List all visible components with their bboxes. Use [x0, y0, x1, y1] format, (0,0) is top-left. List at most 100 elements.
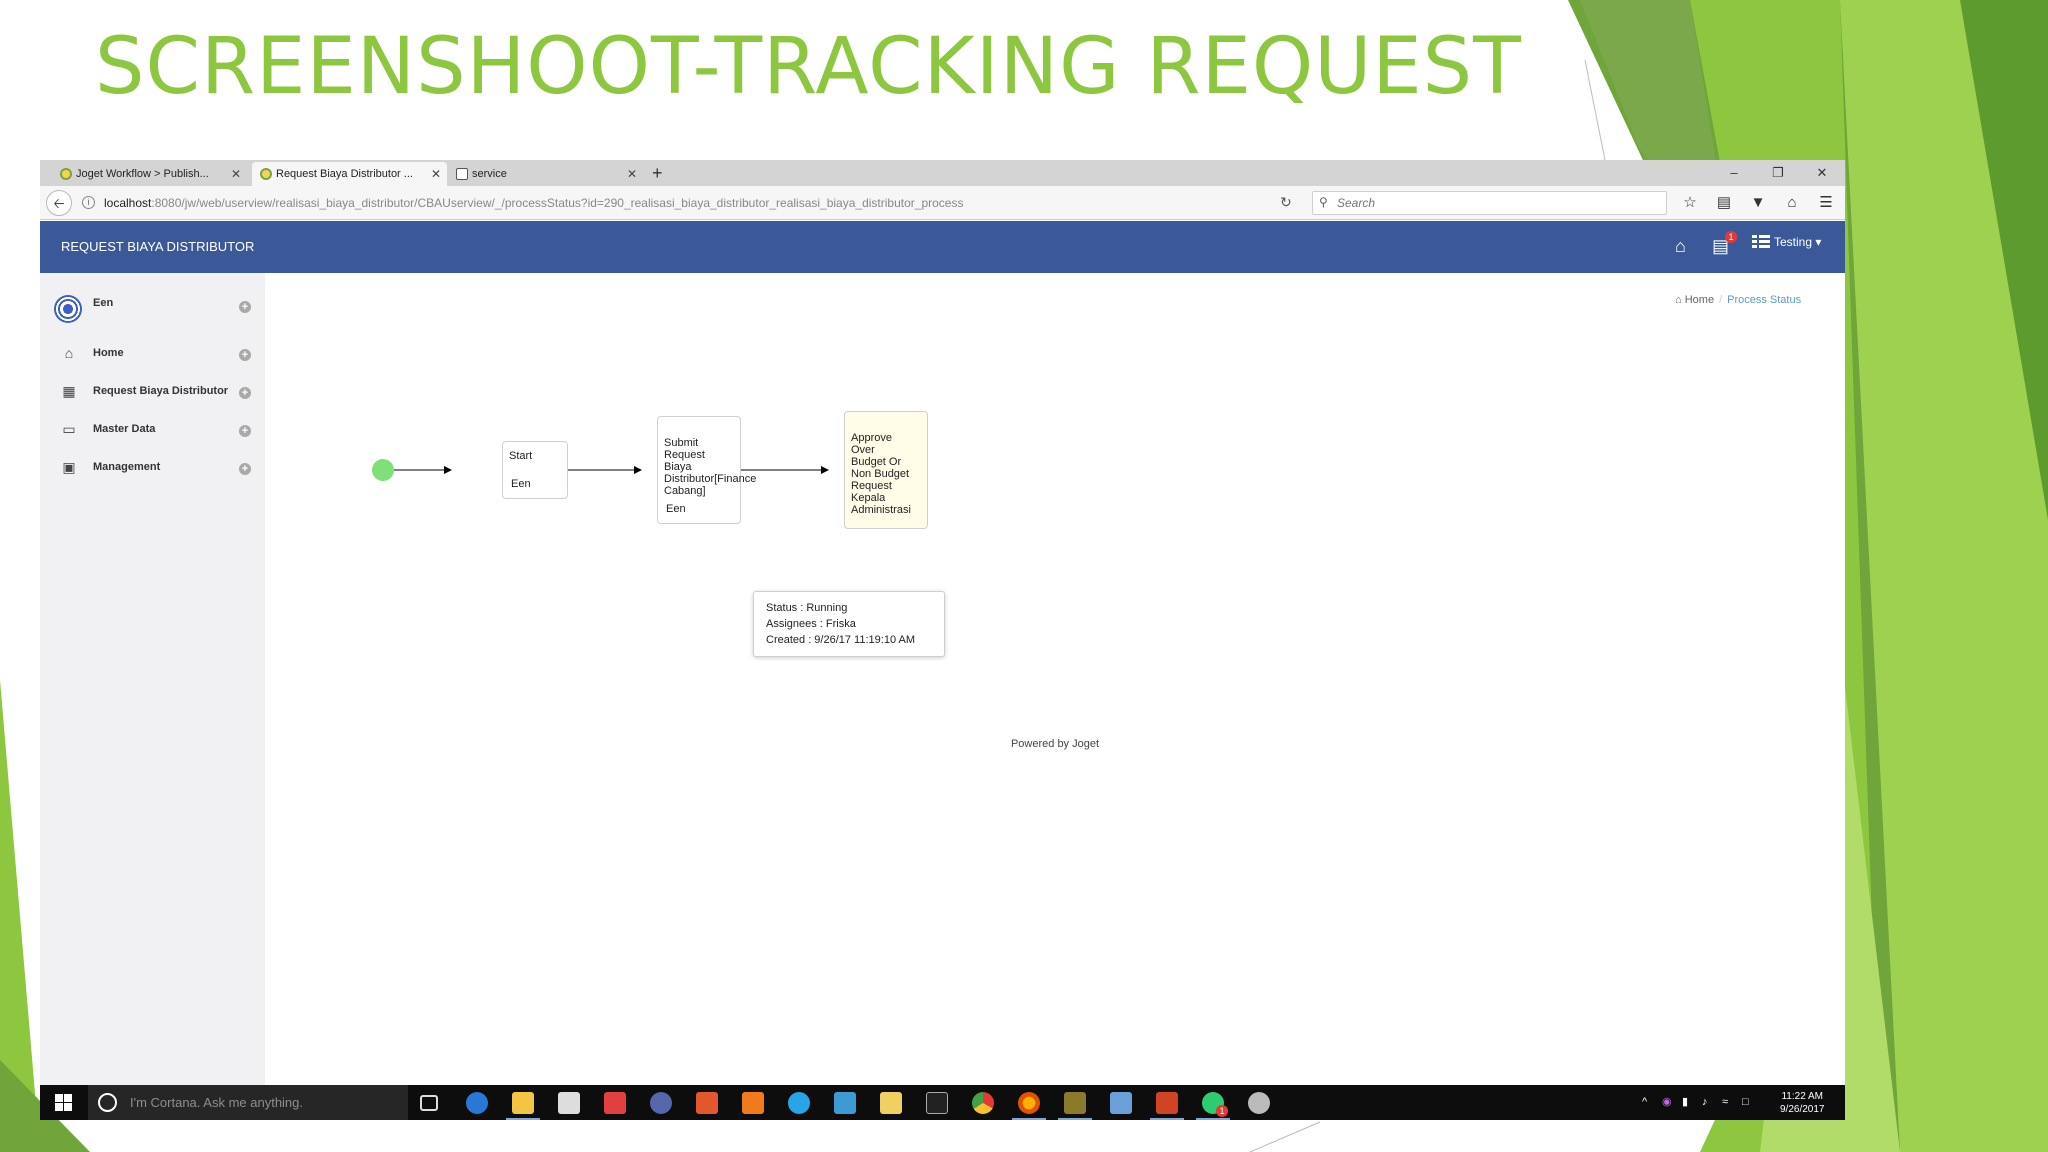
process-node-submit-request[interactable]: Submit Request Biaya Distributor[Finance… — [657, 416, 756, 524]
app-title[interactable]: REQUEST BIAYA DISTRIBUTOR — [61, 239, 255, 254]
search-icon: ⚲ — [1319, 195, 1328, 209]
tray-app-icon[interactable]: ◉ — [1662, 1096, 1672, 1108]
pocket-icon[interactable]: ▼ — [1750, 194, 1766, 211]
sidebar-item-home[interactable]: ⌂ Home + — [40, 339, 265, 369]
expand-icon[interactable]: + — [239, 425, 251, 437]
hamburger-menu-icon[interactable]: ☰ — [1819, 194, 1833, 211]
volume-icon[interactable]: ♪ — [1702, 1096, 1708, 1108]
user-menu[interactable]: Testing ▾ — [1752, 235, 1821, 249]
popup-assignees: Assignees : Friska — [766, 618, 856, 630]
tab-service[interactable]: service ✕ — [448, 162, 643, 186]
sidebar-item-management[interactable]: ▣ Management + — [40, 453, 265, 483]
chevron-up-icon[interactable]: ^ — [1642, 1096, 1648, 1108]
process-flow-arrows — [372, 459, 829, 481]
briefcase-icon: ▣ — [62, 459, 76, 475]
node-assignee: Een — [666, 503, 686, 515]
expand-icon[interactable]: + — [239, 387, 251, 399]
expand-icon[interactable]: + — [239, 463, 251, 475]
popup-created: Created : 9/26/17 11:19:10 AM — [766, 634, 916, 646]
url-field[interactable]: localhost:8080/jw/web/userview/realisasi… — [104, 186, 963, 220]
taskbar-clock[interactable]: 11:22 AM 9/26/2017 — [1780, 1090, 1825, 1116]
task-view-icon[interactable] — [420, 1095, 438, 1111]
node-label: Start — [509, 450, 533, 462]
sidebar-item-label: Management — [93, 461, 161, 473]
clipboard-icon[interactable]: ▤ — [1716, 194, 1732, 211]
mail-app-icon[interactable] — [604, 1092, 626, 1114]
whatsapp-badge: 1 — [1216, 1105, 1228, 1117]
new-tab-button[interactable]: + — [652, 163, 663, 183]
edge-icon[interactable] — [466, 1092, 488, 1114]
sidebar: Een + ⌂ Home + ▦ Request Biaya Distribut… — [40, 273, 265, 1085]
wifi-icon[interactable]: ≈ — [1722, 1096, 1729, 1108]
sublime-icon[interactable] — [696, 1092, 718, 1114]
expand-icon[interactable]: + — [239, 349, 251, 361]
folder-icon[interactable] — [880, 1092, 902, 1114]
close-window-button[interactable]: ✕ — [1816, 165, 1828, 180]
app-icon[interactable] — [1058, 1092, 1092, 1120]
minimize-button[interactable]: – — [1730, 165, 1738, 180]
joget-favicon-icon — [260, 168, 272, 180]
image-favicon-icon — [456, 168, 468, 180]
reload-icon[interactable]: ↻ — [1280, 194, 1292, 210]
media-player-icon[interactable] — [650, 1092, 672, 1114]
tab-label: Joget Workflow > Publish... — [76, 168, 209, 180]
home-icon[interactable]: ⌂ — [1675, 236, 1686, 256]
inbox-badge: 1 — [1725, 231, 1737, 243]
close-icon[interactable]: ✕ — [230, 167, 241, 181]
url-host: localhost — [104, 196, 152, 210]
process-node-approve-budget[interactable]: Approve Over Budget Or Non Budget Reques… — [844, 411, 928, 529]
home-icon: ⌂ — [64, 345, 74, 361]
home-icon[interactable]: ⌂ — [1787, 194, 1797, 211]
node-label: Approve Over Budget Or Non Budget Reques… — [851, 432, 911, 516]
powerpoint-icon[interactable] — [1150, 1092, 1184, 1120]
terminal-icon[interactable] — [926, 1092, 948, 1114]
user-menu-label: Testing ▾ — [1774, 235, 1822, 249]
tab-bar: Joget Workflow > Publish... ✕ Request Bi… — [40, 160, 1845, 186]
sidebar-item-request-biaya[interactable]: ▦ Request Biaya Distributor + — [40, 377, 265, 407]
cortana-search[interactable]: I'm Cortana. Ask me anything. — [88, 1085, 408, 1120]
breadcrumb-home[interactable]: Home — [1684, 294, 1715, 306]
sidebar-user[interactable]: Een + — [40, 287, 265, 327]
cortana-icon — [98, 1093, 117, 1112]
navigation-bar: 🡠 i localhost:8080/jw/web/userview/reali… — [40, 186, 1845, 220]
expand-icon[interactable]: + — [239, 301, 251, 313]
store-icon[interactable] — [558, 1092, 580, 1114]
battery-icon[interactable]: ▮ — [1682, 1096, 1689, 1108]
sidebar-item-master-data[interactable]: ▭ Master Data + — [40, 415, 265, 445]
popup-status: Status : Running — [766, 602, 848, 614]
joget-favicon-icon — [60, 168, 72, 180]
info-icon[interactable]: i — [82, 196, 95, 209]
restore-button[interactable]: ❐ — [1772, 165, 1784, 180]
film-icon: ▦ — [62, 383, 76, 399]
xampp-icon[interactable] — [742, 1092, 764, 1114]
process-node-start[interactable]: Start Een — [502, 441, 568, 499]
close-icon[interactable]: ✕ — [626, 167, 637, 181]
windows-start-icon[interactable] — [55, 1094, 72, 1111]
search-box[interactable]: ⚲ — [1312, 191, 1667, 215]
tools-icon[interactable] — [1248, 1092, 1270, 1114]
clock-time: 11:22 AM — [1781, 1091, 1823, 1102]
kodi-icon[interactable] — [834, 1092, 856, 1114]
notification-icon[interactable]: □ — [1742, 1096, 1749, 1108]
start-event[interactable] — [372, 459, 394, 481]
chrome-icon[interactable] — [972, 1092, 994, 1114]
bookmark-star-icon[interactable]: ☆ — [1683, 194, 1697, 211]
close-icon[interactable]: ✕ — [430, 167, 441, 181]
tab-joget-workflow[interactable]: Joget Workflow > Publish... ✕ — [52, 162, 247, 186]
search-input[interactable] — [1337, 194, 1657, 212]
firefox-icon[interactable] — [1012, 1092, 1046, 1120]
file-explorer-icon[interactable] — [506, 1092, 540, 1120]
app-header: REQUEST BIAYA DISTRIBUTOR ⌂ ▤ 1 Testing … — [40, 221, 1845, 273]
powered-by[interactable]: Powered by Joget — [1010, 738, 1100, 750]
sidebar-item-label: Request Biaya Distributor — [93, 385, 229, 397]
tab-label: Request Biaya Distributor ... — [276, 168, 413, 180]
teamviewer-icon[interactable] — [788, 1092, 810, 1114]
sidebar-item-label: Home — [93, 347, 124, 359]
tab-request-biaya[interactable]: Request Biaya Distributor ... ✕ — [252, 162, 447, 186]
back-button[interactable]: 🡠 — [46, 190, 72, 216]
inbox-icon[interactable]: ▤ — [1712, 236, 1730, 256]
browser-window: Joget Workflow > Publish... ✕ Request Bi… — [40, 160, 1845, 1120]
breadcrumb: ⌂ Home/Process Status — [1675, 294, 1802, 306]
node-label: Submit Request Biaya Distributor[Finance… — [664, 437, 757, 497]
virtualbox-icon[interactable] — [1110, 1092, 1132, 1114]
